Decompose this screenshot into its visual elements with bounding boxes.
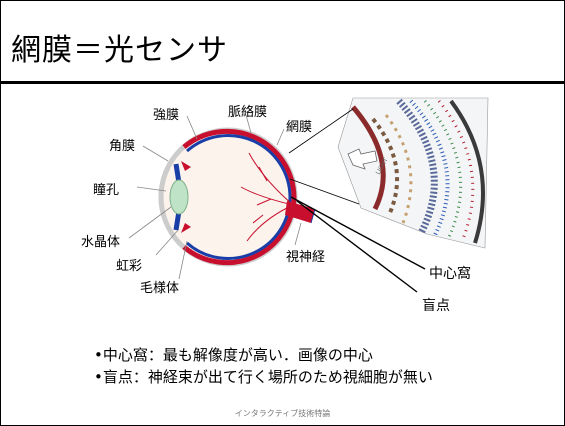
label-iris: 虹彩 xyxy=(116,259,143,274)
label-leaders xyxy=(128,114,302,280)
label-ciliary-body: 毛様体 xyxy=(140,281,180,296)
zoom-lines xyxy=(288,108,360,205)
eyeball xyxy=(158,127,316,267)
bullet-blind-spot: •盲点：神経束が出て行く場所のため視細胞が無い xyxy=(94,368,433,386)
label-choroid: 脈絡膜 xyxy=(228,105,268,120)
label-pupil: 瞳孔 xyxy=(93,183,120,198)
label-optic-nerve: 視神経 xyxy=(286,250,326,265)
footer-text: インタラクティブ技術特論 xyxy=(234,409,331,418)
label-lens: 水晶体 xyxy=(81,235,121,250)
label-sclera: 強膜 xyxy=(153,108,180,123)
blind-spot-pointer xyxy=(296,200,418,293)
bullet-fovea: •中心窩：最も解像度が高い．画像の中心 xyxy=(94,346,373,364)
label-cornea: 角膜 xyxy=(109,139,136,154)
retina-magnified: LIGHT xyxy=(337,97,489,249)
title-divider xyxy=(1,81,564,84)
label-fovea: 中心窩 xyxy=(429,266,471,282)
slide-title: 網膜＝光センサ xyxy=(11,33,228,68)
fovea-pointer xyxy=(290,196,426,270)
label-blind-spot: 盲点 xyxy=(422,298,450,314)
label-retina: 網膜 xyxy=(286,120,313,135)
